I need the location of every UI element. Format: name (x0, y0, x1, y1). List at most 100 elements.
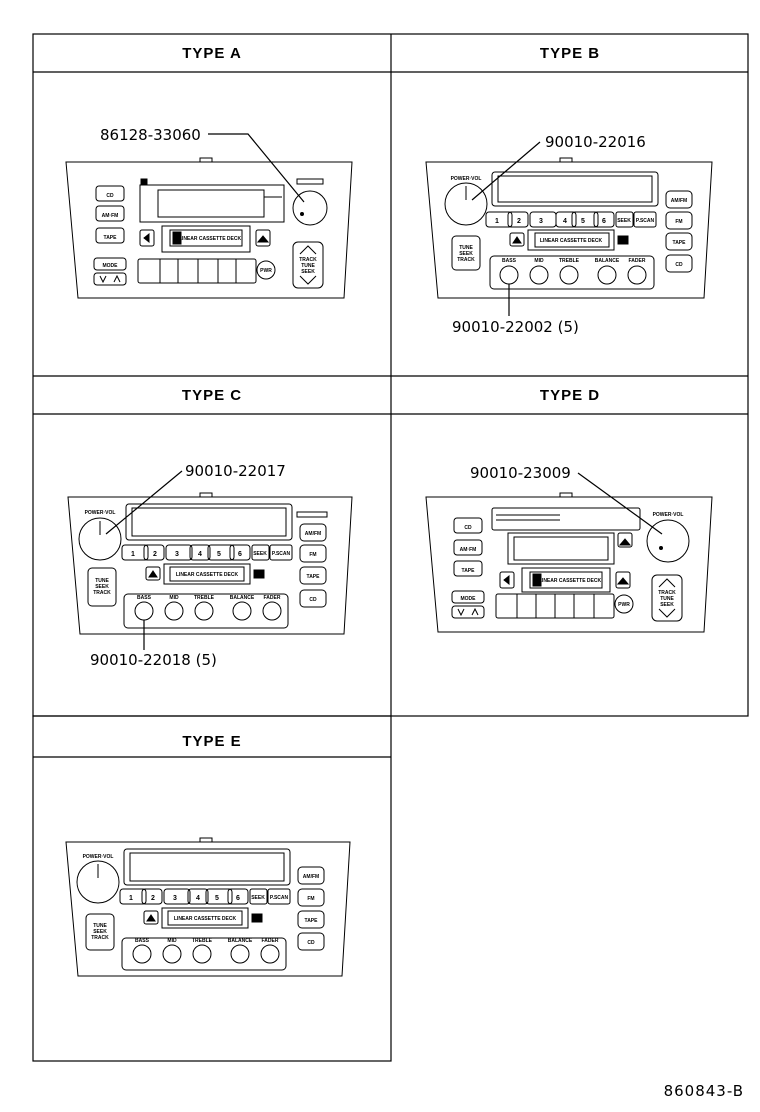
svg-text:SEEK: SEEK (253, 551, 267, 557)
svg-text:CD: CD (309, 597, 317, 603)
svg-text:TUNE: TUNE (93, 923, 107, 929)
svg-text:AM·FM: AM·FM (102, 213, 119, 219)
svg-text:BASS: BASS (135, 938, 150, 944)
svg-text:1: 1 (131, 551, 135, 558)
svg-text:BASS: BASS (502, 258, 517, 264)
svg-text:P.SCAN: P.SCAN (270, 895, 289, 901)
svg-text:FM: FM (307, 896, 314, 902)
svg-text:LINEAR CASSETTE DECK: LINEAR CASSETTE DECK (539, 578, 602, 584)
svg-text:3: 3 (539, 218, 543, 225)
svg-text:2: 2 (153, 551, 157, 558)
part-90010-23009: 90010-23009 (470, 464, 571, 482)
svg-text:TUNE: TUNE (660, 596, 674, 602)
svg-text:CD: CD (106, 193, 114, 199)
part-90010-22016: 90010-22016 (545, 133, 646, 151)
svg-text:5: 5 (217, 551, 221, 558)
radio-type-b (425, 157, 713, 299)
svg-text:TRACK: TRACK (457, 257, 475, 263)
svg-text:BASS: BASS (137, 595, 152, 601)
type-c-title: TYPE C (182, 387, 242, 404)
svg-text:1: 1 (129, 895, 133, 902)
svg-text:TREBLE: TREBLE (559, 258, 580, 264)
part-90010-22002: 90010-22002 (5) (452, 318, 579, 336)
svg-text:MID: MID (169, 595, 179, 601)
svg-text:TREBLE: TREBLE (192, 938, 213, 944)
svg-text:BALANCE: BALANCE (230, 595, 255, 601)
svg-text:P.SCAN: P.SCAN (272, 551, 291, 557)
svg-text:SEEK: SEEK (459, 251, 473, 257)
svg-text:FADER: FADER (629, 258, 646, 264)
svg-text:4: 4 (563, 218, 567, 225)
svg-text:CD: CD (464, 525, 472, 531)
svg-text:AM/FM: AM/FM (671, 198, 687, 204)
svg-text:LINEAR CASSETTE DECK: LINEAR CASSETTE DECK (176, 572, 239, 578)
radio-type-d (425, 492, 713, 633)
svg-text:SEEK: SEEK (93, 929, 107, 935)
svg-text:2: 2 (517, 218, 521, 225)
svg-text:2: 2 (151, 895, 155, 902)
svg-text:5: 5 (581, 218, 585, 225)
svg-text:POWER·VOL: POWER·VOL (85, 510, 116, 516)
svg-text:1: 1 (495, 218, 499, 225)
svg-text:LINEAR CASSETTE DECK: LINEAR CASSETTE DECK (540, 238, 603, 244)
svg-text:3: 3 (173, 895, 177, 902)
part-90010-22017: 90010-22017 (185, 462, 286, 480)
svg-text:LINEAR CASSETTE DECK: LINEAR CASSETTE DECK (174, 916, 237, 922)
radio-type-a (65, 157, 353, 299)
type-a-title: TYPE A (182, 45, 242, 62)
svg-text:4: 4 (198, 551, 202, 558)
svg-text:CD: CD (307, 940, 315, 946)
svg-text:PWR: PWR (260, 268, 272, 274)
svg-text:TAPE: TAPE (307, 574, 321, 580)
leader-type-a (208, 133, 305, 203)
svg-text:TREBLE: TREBLE (194, 595, 215, 601)
svg-text:FM: FM (675, 219, 682, 225)
svg-text:MODE: MODE (103, 263, 119, 269)
drawing-code: 860843-B (663, 1082, 744, 1100)
svg-text:SEEK: SEEK (251, 895, 265, 901)
svg-text:5: 5 (215, 895, 219, 902)
svg-text:TUNE: TUNE (459, 245, 473, 251)
svg-text:TAPE: TAPE (104, 235, 118, 241)
svg-text:FADER: FADER (262, 938, 279, 944)
radio-type-c (67, 492, 353, 635)
svg-text:POWER·VOL: POWER·VOL (451, 176, 482, 182)
leader-type-d (577, 472, 663, 535)
svg-text:SEEK: SEEK (617, 218, 631, 224)
leader-type-c-top (105, 470, 183, 535)
svg-text:MID: MID (534, 258, 544, 264)
type-b-title: TYPE B (540, 45, 600, 62)
svg-text:FADER: FADER (264, 595, 281, 601)
type-e-title: TYPE E (182, 733, 241, 750)
svg-text:SEEK: SEEK (660, 602, 674, 608)
type-d-title: TYPE D (540, 387, 600, 404)
svg-text:3: 3 (175, 551, 179, 558)
radio-type-e (65, 837, 351, 977)
svg-text:TUNE: TUNE (301, 263, 315, 269)
svg-text:AM·FM: AM·FM (460, 547, 477, 553)
svg-text:TRACK: TRACK (658, 590, 676, 596)
svg-text:TRACK: TRACK (299, 257, 317, 263)
svg-text:4: 4 (196, 895, 200, 902)
leader-type-b-top (471, 141, 541, 201)
radio-type-c-labels: POWER·VOL 1 2 3 4 5 6 SEEK P.SCAN AM/FM … (85, 510, 322, 603)
svg-text:MODE: MODE (461, 596, 477, 602)
svg-text:6: 6 (236, 895, 240, 902)
svg-text:TAPE: TAPE (673, 240, 687, 246)
svg-text:BALANCE: BALANCE (595, 258, 620, 264)
svg-text:P.SCAN: P.SCAN (636, 218, 655, 224)
svg-text:SEEK: SEEK (95, 584, 109, 590)
part-86128-33060: 86128-33060 (100, 126, 201, 144)
svg-text:TRACK: TRACK (91, 935, 109, 941)
radio-type-d-labels: POWER·VOL CD AM·FM TAPE MODE LINEAR CASS… (460, 512, 684, 608)
svg-text:TAPE: TAPE (462, 568, 476, 574)
radio-type-b-labels: POWER·VOL 1 2 3 4 5 6 SEEK P.SCAN AM/FM … (451, 176, 688, 268)
svg-text:POWER·VOL: POWER·VOL (83, 854, 114, 860)
svg-text:LINEAR CASSETTE DECK: LINEAR CASSETTE DECK (179, 236, 242, 242)
svg-text:PWR: PWR (618, 602, 630, 608)
svg-text:CD: CD (675, 262, 683, 268)
svg-text:6: 6 (238, 551, 242, 558)
radio-type-e-labels: POWER·VOL 1 2 3 4 5 6 SEEK P.SCAN AM/FM … (83, 854, 320, 946)
svg-text:6: 6 (602, 218, 606, 225)
